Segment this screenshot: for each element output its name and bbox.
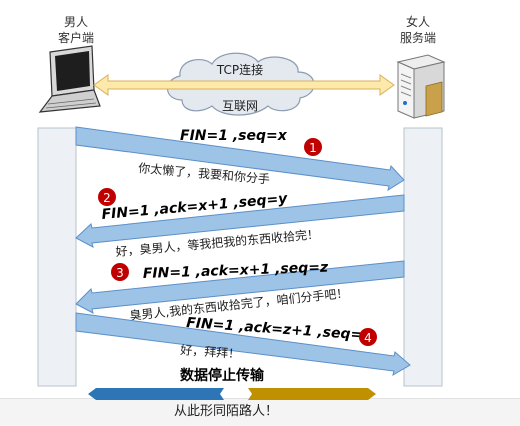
svg-text:3: 3 bbox=[116, 266, 124, 280]
svg-text:4: 4 bbox=[364, 331, 372, 345]
step4-badge: 4 bbox=[359, 328, 377, 346]
step4-message: 好，拜拜！ bbox=[180, 343, 241, 361]
step2-badge: 2 bbox=[98, 188, 116, 206]
client-lane bbox=[37, 127, 77, 387]
step1-badge: 1 bbox=[304, 138, 322, 156]
step1-arrow bbox=[75, 126, 405, 192]
step3-badge: 3 bbox=[111, 263, 129, 281]
stop-transmission-label: 数据停止传输 bbox=[180, 367, 265, 384]
laptop-icon bbox=[38, 45, 101, 113]
svg-text:2: 2 bbox=[103, 191, 111, 205]
client-title-line2: 客户端 bbox=[58, 30, 94, 45]
stop-bar-left bbox=[88, 388, 224, 400]
step4-arrow bbox=[75, 312, 411, 377]
step2-arrow bbox=[75, 194, 405, 248]
server-icon bbox=[396, 54, 446, 119]
footer-text: 从此形同陌路人！ bbox=[174, 403, 278, 419]
client-title-line1: 男人 bbox=[64, 15, 88, 29]
step3-packet: FIN=1 ,ack=x+1 ,seq=z bbox=[143, 260, 330, 282]
stop-bar-right bbox=[248, 388, 376, 400]
svg-text:1: 1 bbox=[309, 141, 317, 155]
step1-packet: FIN=1 ,seq=x bbox=[180, 128, 288, 144]
server-title-line2: 服务端 bbox=[400, 30, 436, 45]
step3-arrow bbox=[75, 260, 405, 314]
server-title-line1: 女人 bbox=[406, 14, 430, 29]
connection-double-arrow bbox=[93, 74, 395, 96]
internet-label: 互联网 bbox=[222, 99, 258, 113]
tcp-connection-label: TCP连接 bbox=[216, 62, 263, 77]
server-lane bbox=[403, 127, 443, 387]
